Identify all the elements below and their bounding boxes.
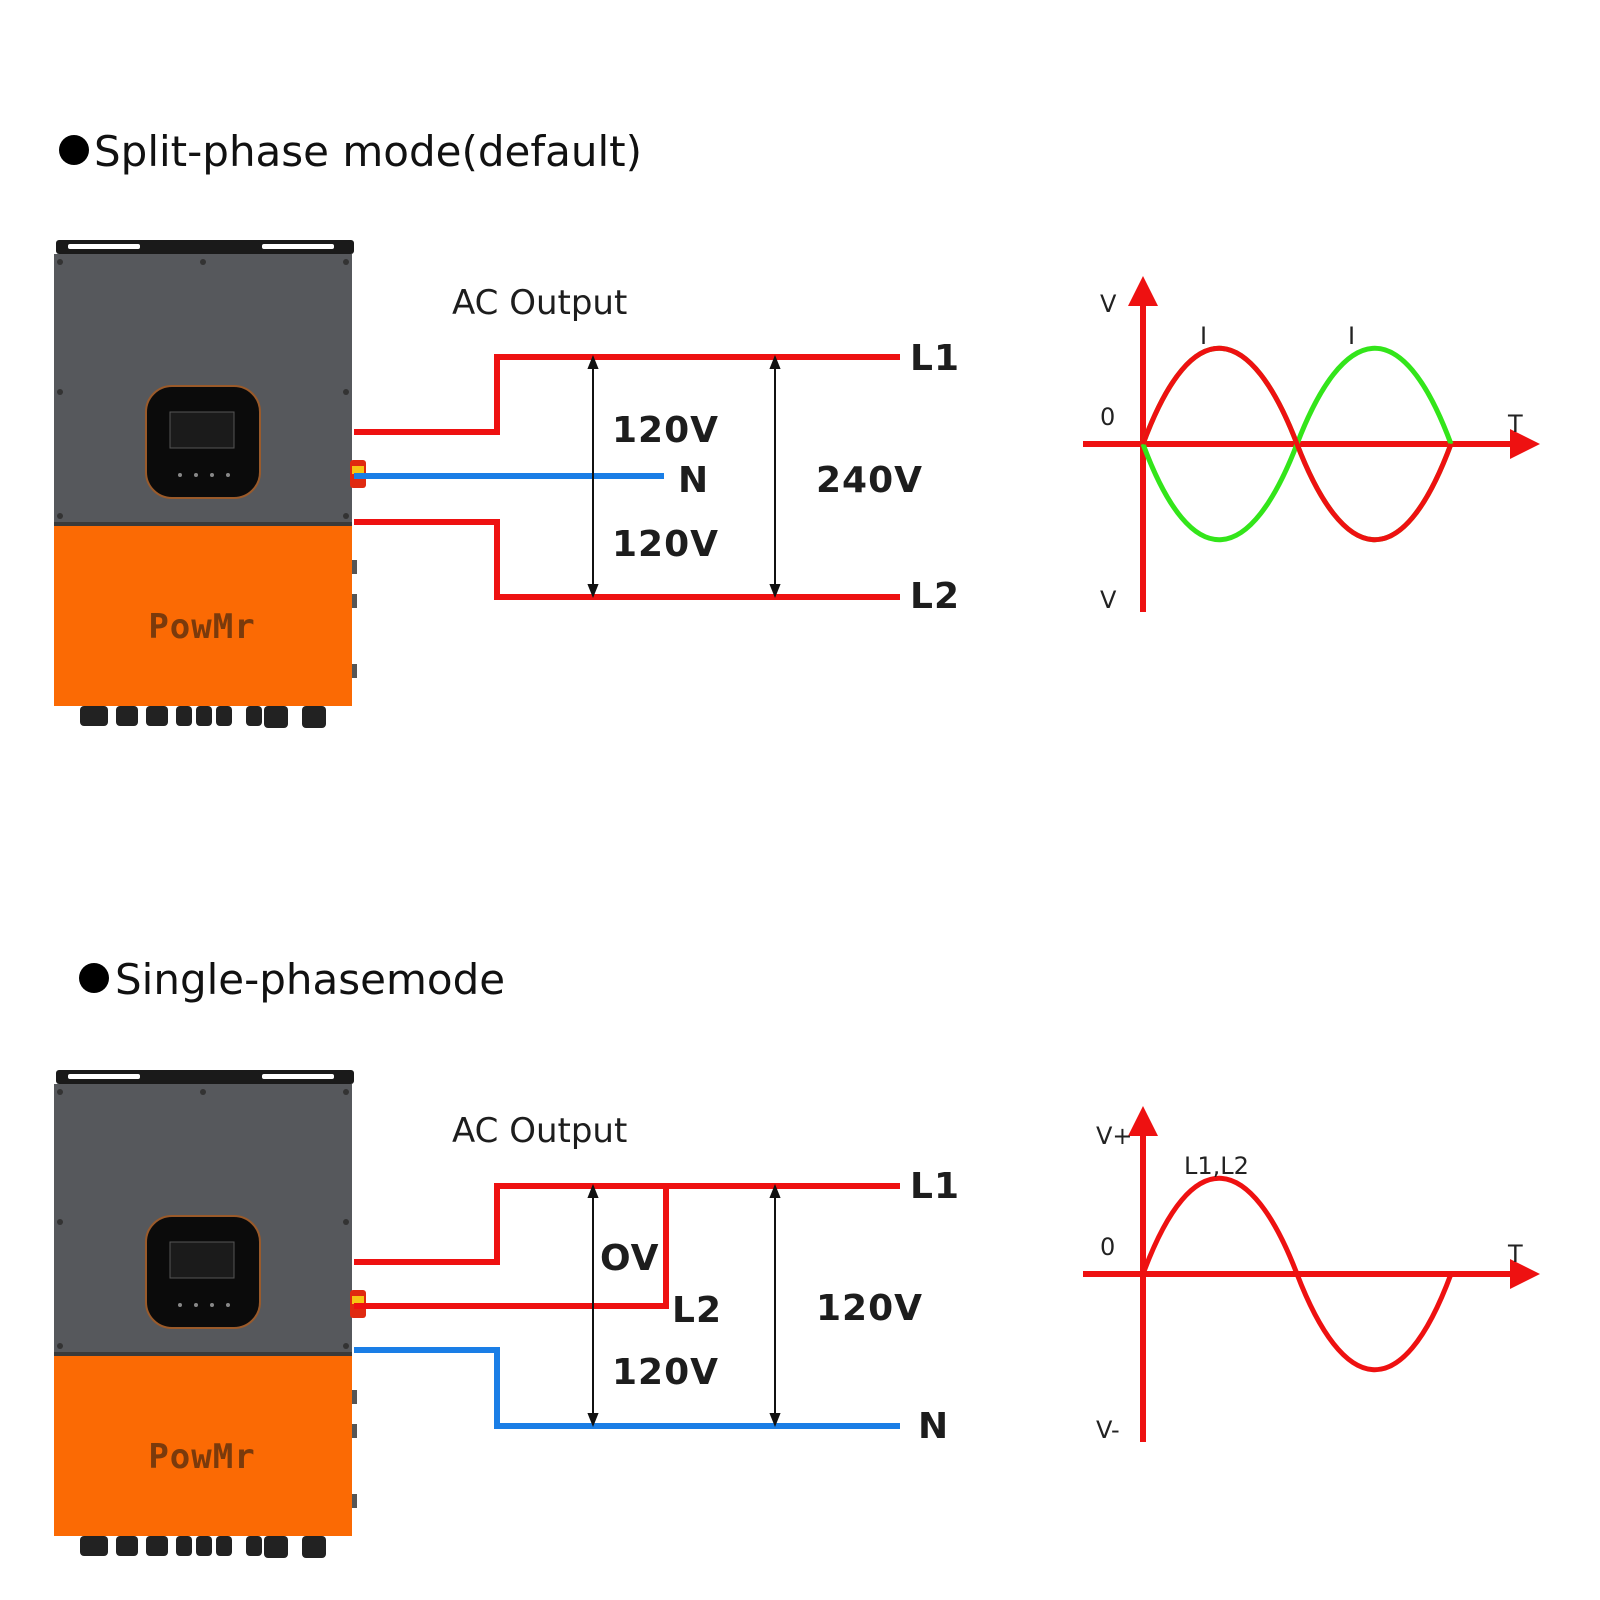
section-single-phase: Single-phasemode PowMr (54, 955, 1540, 1558)
section-title: Split-phase mode(default) (94, 127, 642, 176)
single-phase-circuit: AC Output L1 L2 N OV 120V 120V (354, 1111, 960, 1447)
wire-l1 (354, 1183, 900, 1265)
brand-logo: PowMr (148, 1437, 255, 1477)
cable-glands (80, 706, 326, 728)
x-label: T (1507, 410, 1523, 438)
split-phase-waveform: V V 0 T I I (1083, 276, 1540, 614)
x-label: T (1507, 1240, 1523, 1268)
bullet-icon (59, 135, 89, 165)
wave-l2-neg (1140, 443, 1300, 543)
voltage-total: 240V (816, 460, 923, 501)
wire-l2 (354, 519, 900, 600)
inverter-bottom-panel (54, 524, 352, 706)
curve-label-1: L1,L2 (1184, 1152, 1249, 1180)
voltage-lower: 120V (612, 524, 719, 565)
single-phase-waveform: V+ V- 0 T L1,L2 (1083, 1106, 1540, 1444)
zero-label: 0 (1100, 403, 1115, 431)
ac-output-heading: AC Output (452, 283, 627, 323)
inverter-bottom-panel (54, 1354, 352, 1536)
voltage-lower: 120V (612, 1352, 719, 1393)
terminal-top: L1 (910, 338, 960, 379)
y-top-label: V+ (1096, 1122, 1133, 1150)
brand-logo: PowMr (148, 607, 255, 647)
wire-l2-bridged (354, 1186, 669, 1309)
y-bottom-label: V- (1096, 1416, 1120, 1444)
cable-glands (80, 1536, 326, 1558)
zero-label: 0 (1100, 1233, 1115, 1261)
section-title: Single-phasemode (115, 955, 505, 1004)
y-top-label: V (1100, 290, 1117, 318)
wave-l1-l2 (1140, 1175, 1454, 1373)
terminal-mid: N (678, 460, 709, 501)
ac-output-heading: AC Output (452, 1111, 627, 1151)
section-split-phase: Split-phase mode(default) PowMr (54, 127, 1540, 728)
curve-label-2: I (1348, 322, 1355, 350)
wave-l1 (1140, 345, 1454, 543)
inverter-device: PowMr (54, 1070, 366, 1558)
voltage-total: 120V (816, 1288, 923, 1329)
terminal-top: L1 (910, 1166, 960, 1207)
bullet-icon (79, 963, 109, 993)
y-bottom-label: V (1100, 586, 1117, 614)
wire-l1 (354, 354, 900, 435)
terminal-bottom: L2 (910, 576, 960, 617)
inverter-device: PowMr (54, 240, 366, 728)
terminal-bottom: N (918, 1406, 949, 1447)
voltage-upper: 120V (612, 410, 719, 451)
split-phase-circuit: AC Output L1 N L2 120V 120V 240V (354, 283, 960, 617)
curve-label-1: I (1200, 322, 1207, 350)
wire-neutral (354, 1347, 900, 1429)
terminal-mid: L2 (672, 1290, 722, 1331)
voltage-upper: OV (600, 1238, 660, 1279)
